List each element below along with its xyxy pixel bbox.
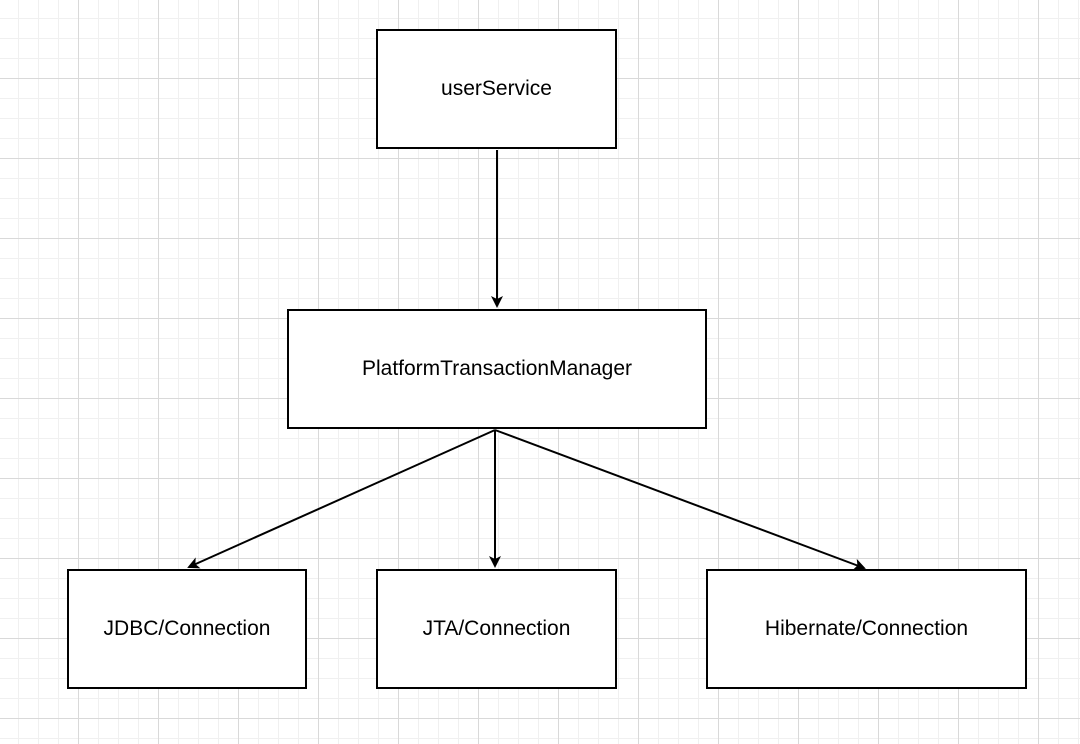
edge-ptm-to-jdbc	[187, 429, 496, 569]
node-label: JTA/Connection	[422, 617, 571, 640]
edge-ptm-to-hibernate	[494, 429, 866, 571]
node-label: Hibernate/Connection	[764, 617, 969, 640]
node-label: JDBC/Connection	[103, 617, 271, 640]
node-label: PlatformTransactionManager	[361, 357, 632, 380]
node-jta-connection[interactable]: JTA/Connection	[376, 569, 617, 689]
node-label: userService	[441, 77, 552, 100]
node-platform-transaction-manager[interactable]: PlatformTransactionManager	[287, 309, 707, 429]
node-jdbc-connection[interactable]: JDBC/Connection	[67, 569, 307, 689]
node-hibernate-connection[interactable]: Hibernate/Connection	[706, 569, 1027, 689]
node-user-service[interactable]: userService	[376, 29, 617, 149]
